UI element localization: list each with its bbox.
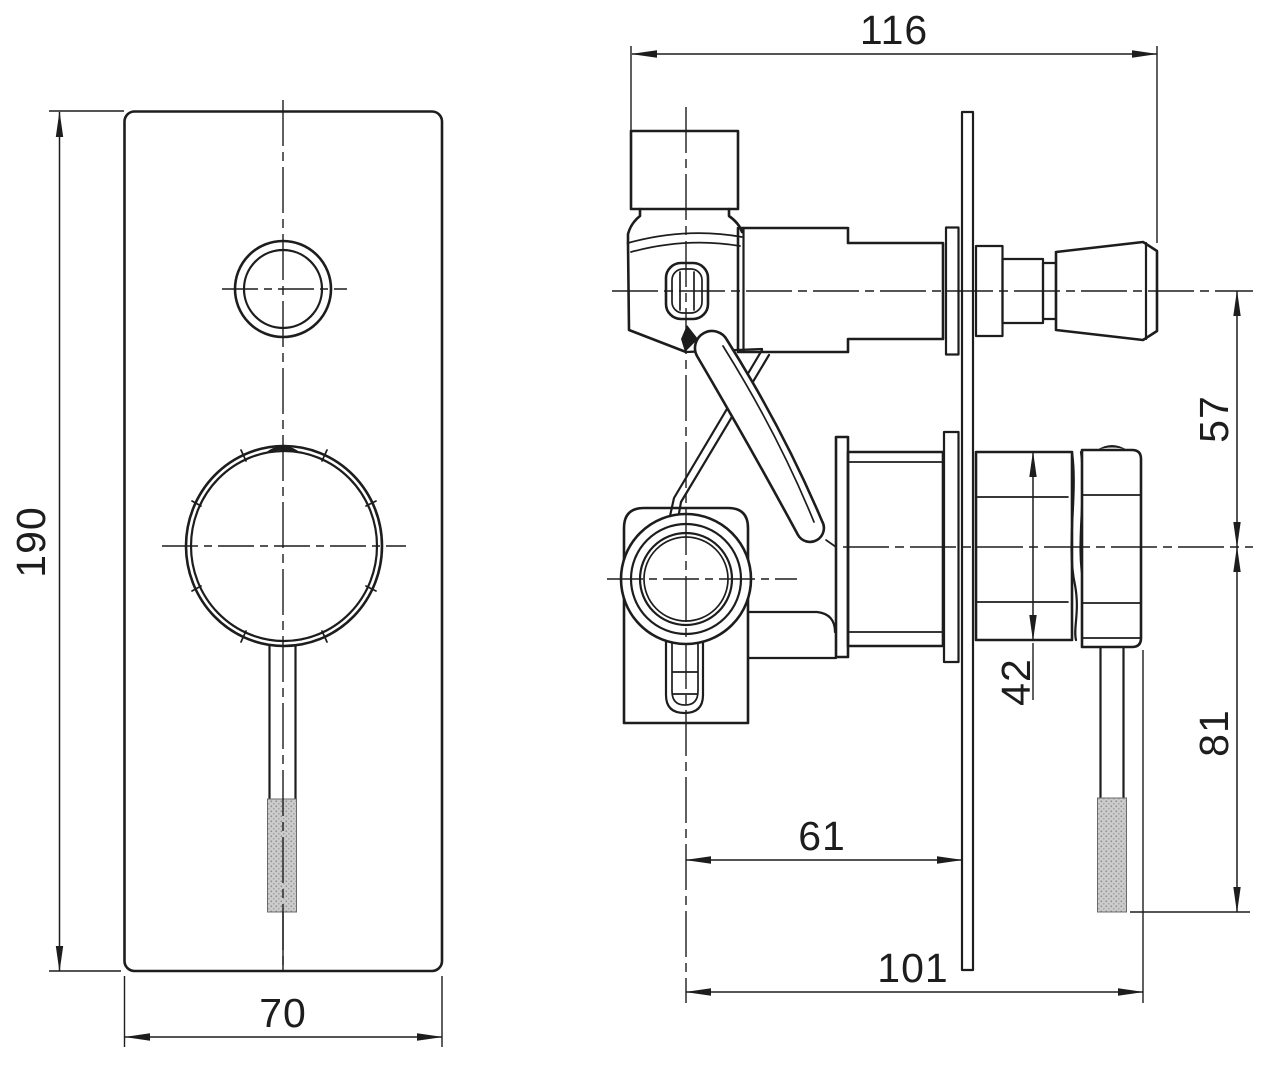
side-view [607,107,1253,1003]
mixer-valve-assembly [619,430,1143,913]
dim-side-width: 116 [630,7,1158,243]
dim-body-diameter: 42 [993,451,1039,706]
knurl-grip-front [267,798,297,913]
knurl-grip-side [1097,797,1127,913]
handle-lever-front [267,644,297,971]
wall-plate-edge [960,110,975,972]
shower-outlet-assembly [626,129,1159,356]
front-view [123,100,444,973]
dim-label-handle-below-axis: 81 [1191,709,1237,757]
dim-label-side-width: 116 [860,7,928,53]
dim-label-body-diameter: 42 [993,658,1039,706]
handle-cap-assembly [974,445,1143,649]
elbow-body [626,241,688,354]
lever-side [693,329,826,544]
cap-dome [1097,445,1127,450]
outlet-block [629,129,740,211]
dim-axis-offset: 57 [1191,290,1241,548]
dim-axis-to-wall: 61 [685,813,963,864]
valve-housing-block [622,506,750,725]
dim-label-axis-to-wall: 61 [798,813,846,859]
dim-front-height: 190 [8,110,124,972]
handle-lever-down [1097,645,1127,913]
dim-label-wall-to-handle-tip: 101 [877,945,948,991]
dim-label-front-width: 70 [259,990,307,1036]
hub-segment-ticks [191,449,377,643]
dim-wall-to-handle-tip: 101 [685,650,1144,1003]
handle-cap [1080,448,1143,649]
lever-shadow-wedge [681,325,698,352]
dimension-annotations: 190 70 116 57 81 42 [8,7,1250,1047]
dim-label-axis-offset: 57 [1191,395,1237,443]
dim-front-width: 70 [123,976,443,1047]
dim-handle-below-axis: 81 [1130,546,1250,913]
outlet-tube [664,634,705,715]
dim-label-front-height: 190 [8,506,54,577]
